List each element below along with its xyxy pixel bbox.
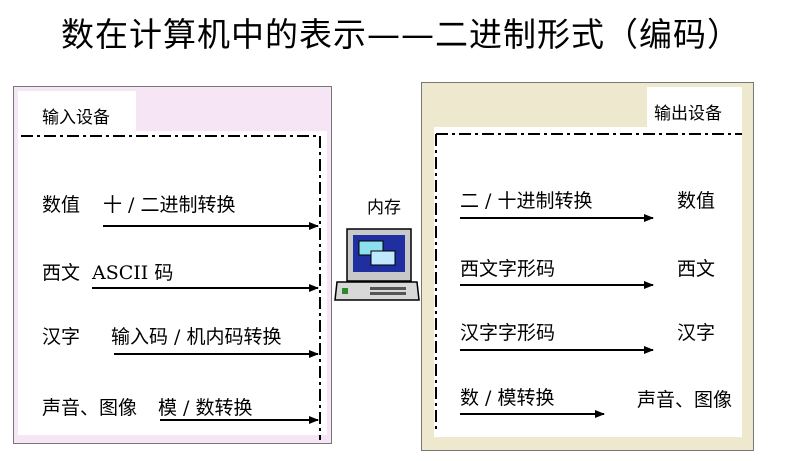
input-row-1-conversion: 十 / 二进制转换 — [103, 194, 236, 216]
input-row-2-left: 西文 — [42, 262, 81, 284]
input-boundary-dashed — [21, 135, 321, 440]
output-row-4-conversion: 数 / 模转换 — [460, 387, 555, 409]
output-row-4-right: 声音、图像 — [637, 389, 733, 411]
output-row-3-conversion: 汉字字形码 — [460, 322, 556, 344]
input-row-1-left: 数值 — [42, 194, 81, 216]
output-row-2-right: 西文 — [677, 258, 716, 280]
output-device-panel: 输出设备 — [421, 82, 754, 451]
input-row-3-left: 汉字 — [42, 326, 81, 348]
input-row-3-conversion: 输入码 / 机内码转换 — [111, 326, 282, 348]
output-row-1-conversion: 二 / 十进制转换 — [460, 190, 593, 212]
computer-icon — [334, 228, 420, 301]
input-device-label: 输入设备 — [36, 101, 116, 130]
output-row-3-right: 汉字 — [677, 322, 716, 344]
diagram-title: 数在计算机中的表示——二进制形式（编码） — [61, 15, 741, 54]
output-device-label: 输出设备 — [648, 97, 728, 126]
output-row-2-conversion: 西文字形码 — [460, 258, 556, 280]
input-row-4-left: 声音、图像 — [42, 397, 138, 419]
input-row-2-conversion: ASCII 码 — [92, 262, 174, 284]
input-device-panel: 输入设备 — [13, 86, 332, 444]
output-row-1-right: 数值 — [677, 190, 716, 212]
memory-label: 内存 — [367, 198, 401, 218]
input-row-4-conversion: 模 / 数转换 — [158, 397, 253, 419]
output-boundary-dashed — [435, 133, 742, 430]
